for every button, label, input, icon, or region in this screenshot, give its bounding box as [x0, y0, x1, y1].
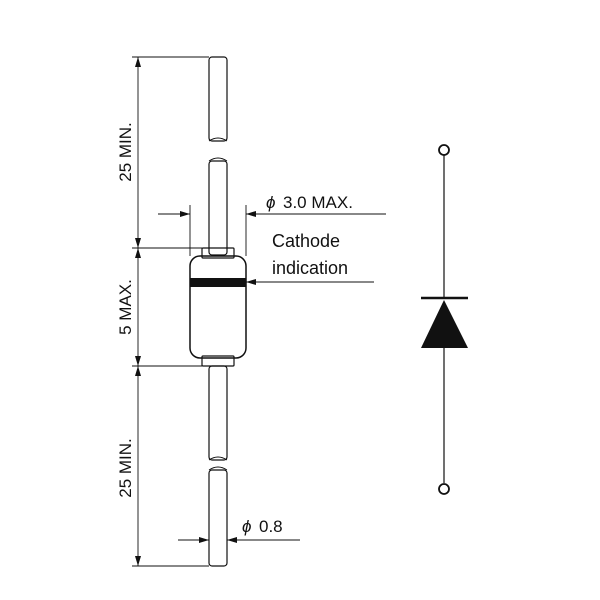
- cathode-indication-callout: Cathode indication: [246, 231, 374, 285]
- diode-package-outline: [189, 56, 247, 567]
- bottom-lead-length-label: 25 MIN.: [116, 438, 135, 498]
- cathode-label-line2: indication: [272, 258, 348, 278]
- top-lead-lower: [208, 160, 228, 256]
- cathode-terminal: [438, 483, 450, 495]
- cathode-label-line1: Cathode: [272, 231, 340, 251]
- anode-terminal: [438, 144, 450, 156]
- lead-diameter-dimension: ϕ 0.8: [178, 517, 300, 543]
- bottom-lead-upper: [208, 365, 228, 461]
- top-lead-upper: [208, 56, 228, 142]
- body-length-label: 5 MAX.: [116, 279, 135, 335]
- lead-diameter-symbol: ϕ: [242, 517, 251, 536]
- diode-body: [189, 255, 247, 359]
- diode-schematic-symbol: [421, 144, 468, 495]
- top-lead-flange: [201, 247, 235, 259]
- top-lead-length-label: 25 MIN.: [116, 122, 135, 182]
- anode-triangle: [421, 300, 468, 348]
- cathode-band: [190, 278, 246, 287]
- body-diameter-symbol: ϕ: [266, 193, 275, 212]
- lead-diameter-label: 0.8: [259, 517, 283, 536]
- body-diameter-dimension: ϕ 3.0 MAX.: [158, 193, 386, 256]
- vertical-dimensions: 25 MIN. 5 MAX. 25 MIN.: [116, 56, 209, 567]
- body-diameter-label: 3.0 MAX.: [283, 193, 353, 212]
- bottom-lead-lower: [208, 469, 228, 567]
